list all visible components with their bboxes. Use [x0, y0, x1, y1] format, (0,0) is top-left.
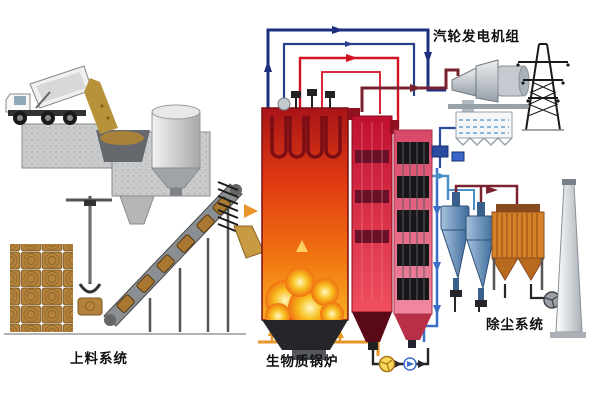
label-turbine-generator: 汽轮发电机组 [433, 28, 520, 44]
straw-bale-stack-icon [4, 244, 246, 335]
fuel-feeder-icon [217, 181, 265, 259]
biomass-boiler-furnace-icon [261, 89, 349, 360]
flame-icon [265, 267, 344, 330]
label-dust-removal: 除尘系统 [486, 316, 544, 332]
transmission-tower-icon [516, 43, 570, 131]
induced-draft-fan-icon [543, 291, 561, 309]
label-biomass-boiler: 生物质锅炉 [266, 353, 339, 369]
label-feeding-system: 上料系统 [70, 350, 128, 366]
air-fan-icon [378, 355, 417, 373]
chimney-icon [550, 179, 586, 338]
economizer-icon [390, 120, 433, 348]
cyclone-separator-icon [465, 202, 495, 307]
grab-crane-icon [66, 196, 112, 316]
storage-silo-icon [150, 104, 202, 196]
fuel-delivery-truck-icon [5, 65, 118, 134]
bag-filter-icon [491, 204, 545, 290]
condenser-icon [431, 111, 513, 162]
convection-pass-icon [348, 108, 393, 350]
inclined-conveyor-icon [103, 183, 243, 332]
safety-valves-icon [291, 89, 335, 108]
